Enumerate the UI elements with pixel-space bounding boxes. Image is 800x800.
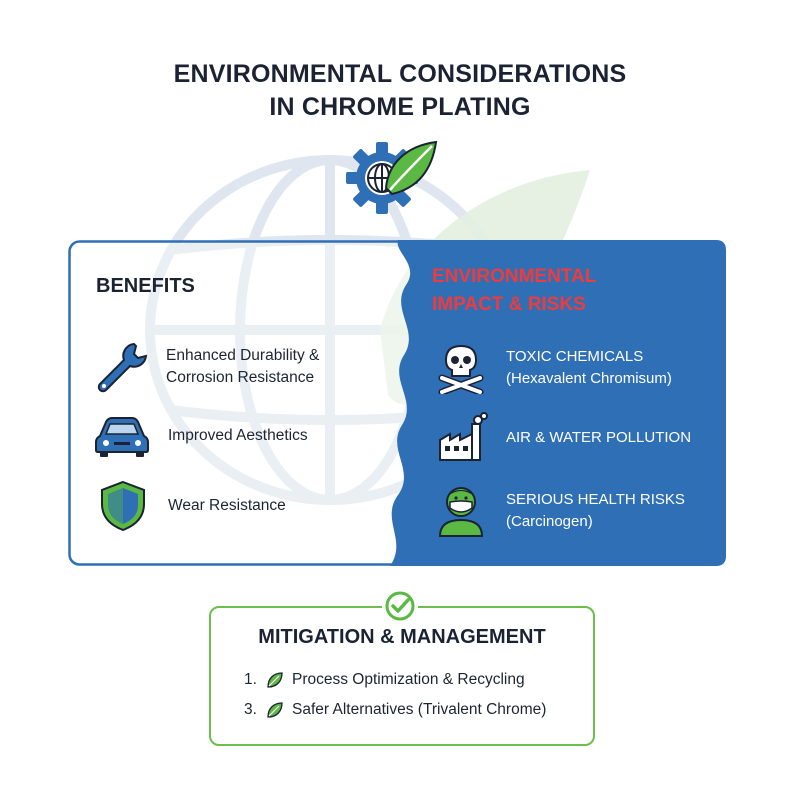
- mitigation-heading: MITIGATION & MANAGEMENT: [258, 626, 546, 648]
- mitigation-item-1-label: Process Optimization & Recycling: [292, 671, 525, 688]
- risks-heading-line-2: IMPACT & RISKS: [432, 294, 586, 315]
- risks-heading-line-1: ENVIRONMENTAL: [432, 266, 597, 287]
- benefit-item-wear: Wear Resistance: [98, 480, 286, 532]
- risk-3-line-1: SERIOUS HEALTH RISKS: [506, 491, 685, 508]
- risks-heading: ENVIRONMENTAL IMPACT & RISKS: [432, 263, 652, 319]
- factory-icon: [439, 412, 488, 461]
- risk-item-pollution: AIR & WATER POLLUTION: [436, 412, 691, 464]
- shield-icon: [101, 480, 145, 532]
- risk-2-line-1: AIR & WATER POLLUTION: [506, 429, 692, 446]
- skull-crossbones-icon: [438, 344, 484, 394]
- wrench-icon: [97, 342, 148, 393]
- page-title: ENVIRONMENTAL CONSIDERATIONS IN CHROME P…: [0, 58, 800, 124]
- risk-1-line-2: (Hexavalent Chromisum): [506, 370, 672, 387]
- masked-person-icon: [438, 487, 484, 537]
- benefit-item-durability: Enhanced Durability & Corrosion Resistan…: [94, 340, 319, 394]
- risk-1-line-1: TOXIC CHEMICALS: [506, 348, 644, 365]
- risk-item-health: SERIOUS HEALTH RISKS (Carcinogen): [436, 484, 685, 538]
- mitigation-item-2: 3. Safer Alternatives (Trivalent Chrome): [244, 701, 546, 719]
- comparison-panel: [68, 240, 726, 566]
- mitigation-item-1: 1. Process Optimization & Recycling: [244, 671, 525, 689]
- mitigation-item-2-number: 3.: [244, 701, 257, 718]
- benefit-1-line-1: Enhanced Durability &: [166, 347, 320, 364]
- gear-leaf-icon: [346, 140, 438, 214]
- panel-background: [68, 240, 726, 566]
- leaf-icon: [267, 702, 283, 718]
- mitigation-item-1-number: 1.: [244, 671, 257, 688]
- car-icon: [95, 417, 149, 457]
- benefit-3-line-1: Wear Resistance: [168, 497, 286, 514]
- checkmark-circle-icon: [382, 590, 418, 622]
- benefit-item-aesthetics: Improved Aesthetics: [92, 414, 308, 458]
- risk-item-toxic: TOXIC CHEMICALS (Hexavalent Chromisum): [436, 342, 672, 394]
- risk-3-line-2: (Carcinogen): [506, 513, 593, 530]
- title-line-2: IN CHROME PLATING: [269, 93, 531, 121]
- mitigation-item-2-label: Safer Alternatives (Trivalent Chrome): [292, 701, 547, 718]
- benefit-2-line-1: Improved Aesthetics: [168, 427, 308, 444]
- benefits-heading: BENEFITS: [96, 275, 195, 297]
- leaf-icon: [267, 672, 283, 688]
- title-line-1: ENVIRONMENTAL CONSIDERATIONS: [173, 60, 627, 88]
- benefit-1-line-2: Corrosion Resistance: [166, 369, 315, 386]
